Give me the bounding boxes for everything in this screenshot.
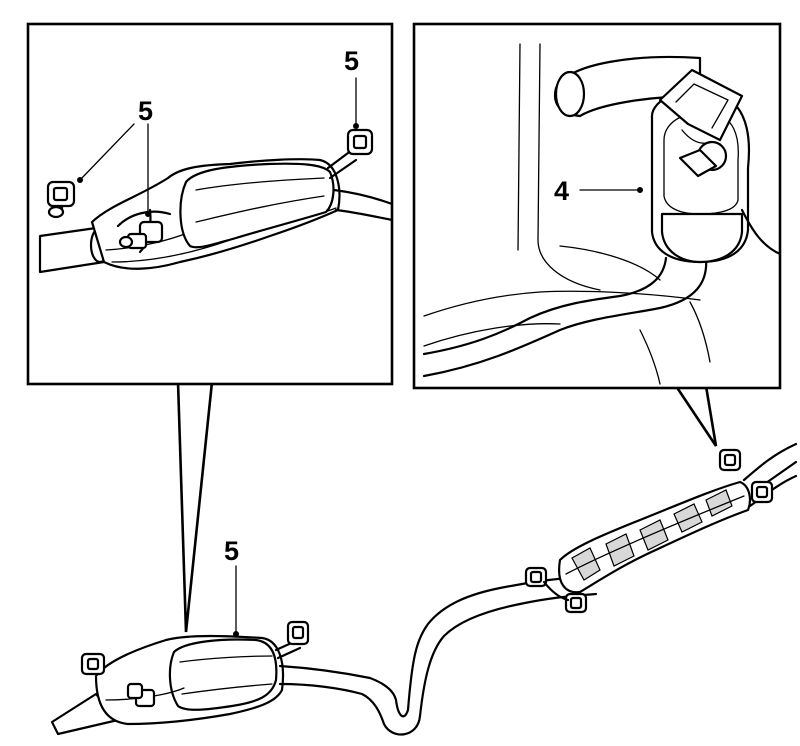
main-mount-rear-center	[126, 682, 156, 708]
right-inset-pointer	[673, 384, 718, 447]
intermediate-pipe	[278, 574, 592, 718]
main-mount-center-lower	[564, 592, 588, 614]
main-mount-center-upper	[524, 566, 548, 588]
leader-dot	[353, 123, 359, 129]
callout-left-top-left: 5	[138, 96, 153, 126]
callout-main-silencer: 5	[224, 536, 239, 566]
right-inset-scene	[422, 43, 782, 385]
callout-right-part: 4	[554, 176, 569, 206]
left-inset-mount-center	[118, 220, 164, 250]
leader-dot	[637, 187, 643, 193]
left-inset-pointer	[176, 380, 214, 633]
main-mount-front-upper	[718, 448, 742, 472]
leader-dot	[145, 211, 151, 217]
callout-left-top-right: 5	[344, 46, 359, 76]
rear-silencer-canister	[168, 638, 278, 711]
leader-dot	[233, 631, 239, 637]
main-mount-rear-right	[286, 620, 310, 646]
left-detail-inset: 5 5	[26, 22, 394, 633]
main-exhaust-system: 5	[50, 442, 798, 736]
left-inset-mount-top-right	[346, 128, 374, 156]
leader-left-a	[79, 123, 135, 181]
left-inset-mount-left	[46, 180, 76, 219]
main-mount-rear-left	[80, 652, 106, 676]
front-pipe	[742, 442, 798, 482]
leader-dot	[77, 177, 83, 183]
main-mount-front-lower	[750, 480, 774, 504]
right-detail-inset: 4	[412, 22, 782, 447]
center-silencer-heatshield	[571, 489, 733, 581]
